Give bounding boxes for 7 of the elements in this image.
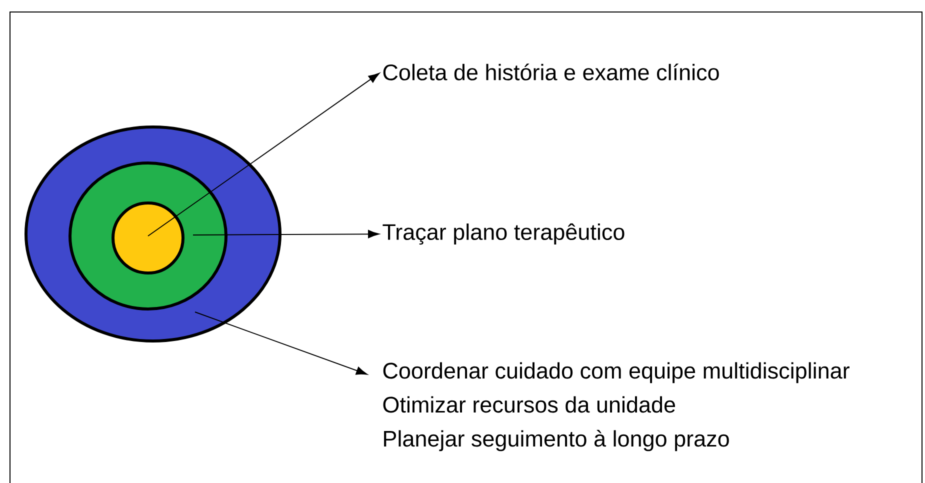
- text-label: Traçar plano terapêutico: [382, 223, 624, 245]
- text-label: Coleta de história e exame clínico: [383, 64, 719, 80]
- arrow: [194, 312, 368, 375]
- circle: [112, 202, 184, 274]
- arrow: [192, 230, 380, 238]
- arrow: [148, 72, 380, 236]
- text-label: Coordenar cuidado com equipe multidisciplinar Otimizar recursos da unidade Planejar seguimento à longo prazo: [383, 362, 850, 452]
